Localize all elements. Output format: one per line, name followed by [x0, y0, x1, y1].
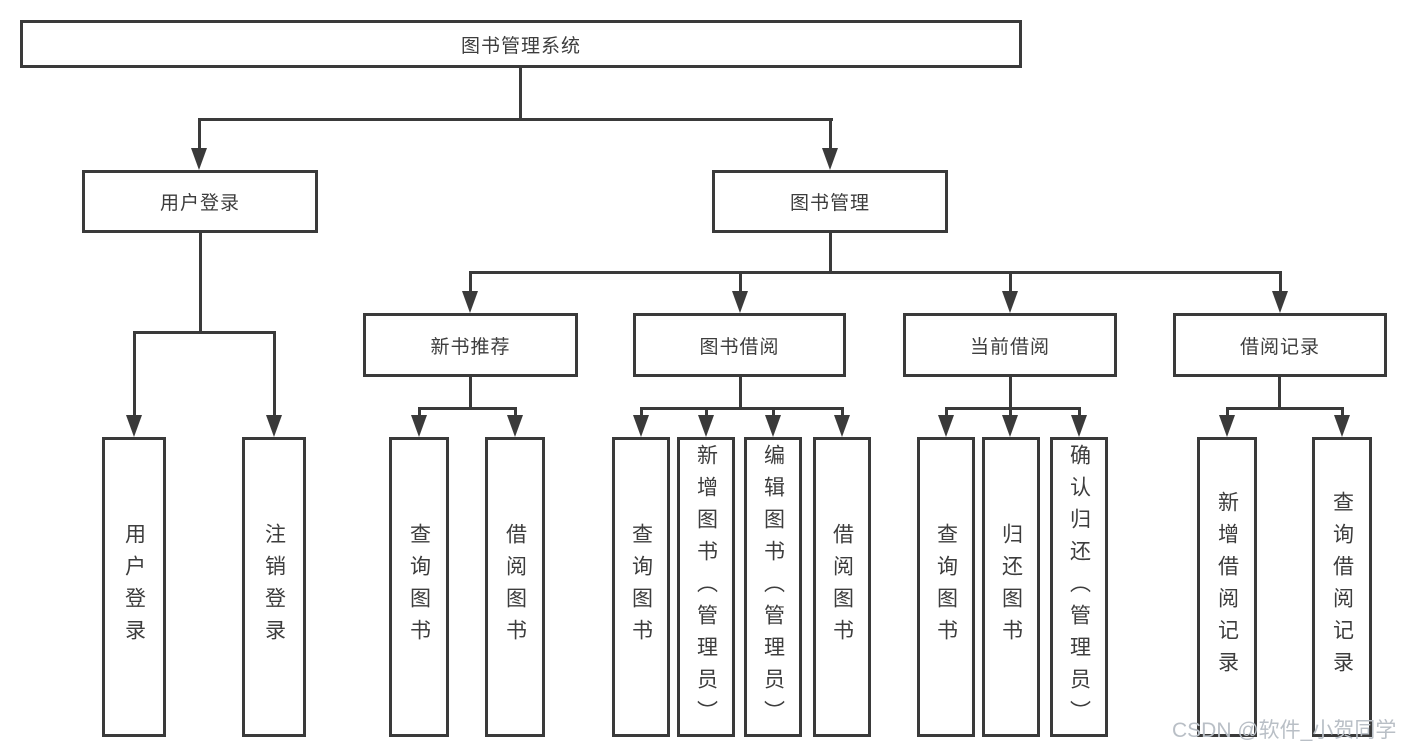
node-root: 图书管理系统: [20, 20, 1022, 68]
connector-line: [1009, 377, 1012, 409]
leaf-borrow-add-books-admin: 新增图书（管理员）: [677, 437, 735, 737]
arrowhead-down: [1219, 415, 1235, 437]
connector-line: [199, 233, 202, 333]
connector-line: [772, 407, 775, 419]
arrowhead-down: [1071, 415, 1087, 437]
leaf-borrow-edit-books-admin: 编辑图书（管理员）: [744, 437, 802, 737]
leaf-label: 查询图书: [934, 523, 958, 651]
leaf-label: 借阅图书: [830, 523, 854, 651]
leaf-label: 借阅图书: [503, 523, 527, 651]
csdn-watermark: CSDN @软件_小贺同学: [1172, 719, 1397, 742]
arrowhead-down: [411, 415, 427, 437]
arrowhead-down: [1002, 291, 1018, 313]
connector-line: [640, 407, 643, 419]
connector-line: [514, 407, 517, 419]
leaf-label: 新增图书（管理员）: [694, 444, 718, 732]
connector-line: [841, 407, 844, 419]
leaf-label: 用户登录: [122, 523, 146, 651]
leaf-logout: 注销登录: [242, 437, 306, 737]
connector-line: [739, 377, 742, 409]
leaf-borrow-borrow-books: 借阅图书: [813, 437, 871, 737]
leaf-label: 查询图书: [407, 523, 431, 651]
arrowhead-down: [834, 415, 850, 437]
leaf-label: 确认归还（管理员）: [1067, 444, 1091, 732]
connector-line: [273, 331, 276, 419]
leaf-label: 注销登录: [262, 523, 286, 651]
connector-line: [640, 407, 843, 410]
connector-line: [1279, 271, 1282, 297]
leaf-borrow-query-books: 查询图书: [612, 437, 670, 737]
connector-line: [1278, 377, 1281, 409]
arrowhead-down: [1002, 415, 1018, 437]
node-book-borrow: 图书借阅: [633, 313, 846, 377]
connector-line: [945, 407, 1081, 410]
arrowhead-down: [822, 148, 838, 170]
leaf-label: 编辑图书（管理员）: [761, 444, 785, 732]
arrowhead-down: [126, 415, 142, 437]
connector-line: [829, 233, 832, 274]
connector-line: [133, 331, 276, 334]
leaf-records-add-record: 新增借阅记录: [1197, 437, 1257, 737]
arrowhead-down: [191, 148, 207, 170]
connector-line: [1226, 407, 1344, 410]
connector-line: [1009, 407, 1012, 419]
leaf-records-query-record: 查询借阅记录: [1312, 437, 1372, 737]
connector-line: [1226, 407, 1229, 419]
arrowhead-down: [732, 291, 748, 313]
leaf-current-query-books: 查询图书: [917, 437, 975, 737]
connector-line: [418, 407, 517, 410]
leaf-label: 查询借阅记录: [1330, 491, 1354, 683]
node-book-management: 图书管理: [712, 170, 948, 233]
connector-line: [198, 118, 201, 156]
connector-line: [469, 377, 472, 409]
leaf-user-login: 用户登录: [102, 437, 166, 737]
leaf-label: 归还图书: [999, 523, 1023, 651]
leaf-newbook-query-books: 查询图书: [389, 437, 449, 737]
leaf-current-return-books: 归还图书: [982, 437, 1040, 737]
arrowhead-down: [266, 415, 282, 437]
leaf-current-confirm-return-admin: 确认归还（管理员）: [1050, 437, 1108, 737]
connector-line: [418, 407, 421, 419]
node-new-book-recommend: 新书推荐: [363, 313, 578, 377]
connector-line: [705, 407, 708, 419]
node-current-borrow: 当前借阅: [903, 313, 1117, 377]
arrowhead-down: [938, 415, 954, 437]
connector-line: [739, 271, 742, 297]
node-user-login: 用户登录: [82, 170, 318, 233]
leaf-label: 新增借阅记录: [1215, 491, 1239, 683]
connector-line: [469, 271, 1282, 274]
connector-line: [1009, 271, 1012, 297]
connector-line: [829, 118, 832, 156]
arrowhead-down: [1334, 415, 1350, 437]
connector-line: [133, 331, 136, 419]
arrowhead-down: [633, 415, 649, 437]
arrowhead-down: [1272, 291, 1288, 313]
connector-line: [198, 118, 833, 121]
node-borrow-records: 借阅记录: [1173, 313, 1387, 377]
arrowhead-down: [698, 415, 714, 437]
connector-line: [519, 68, 522, 120]
arrowhead-down: [462, 291, 478, 313]
connector-line: [945, 407, 948, 419]
arrowhead-down: [507, 415, 523, 437]
connector-line: [1341, 407, 1344, 419]
leaf-newbook-borrow-books: 借阅图书: [485, 437, 545, 737]
connector-line: [469, 271, 472, 297]
arrowhead-down: [765, 415, 781, 437]
connector-line: [1078, 407, 1081, 419]
leaf-label: 查询图书: [629, 523, 653, 651]
